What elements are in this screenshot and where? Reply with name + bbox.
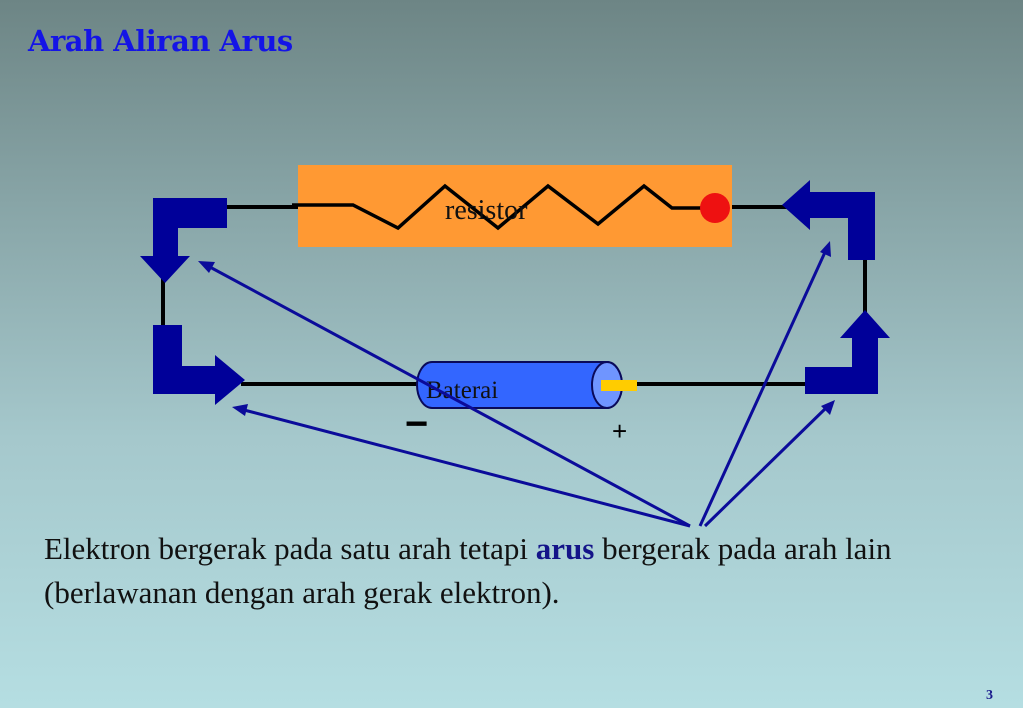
pointer-arrowhead xyxy=(232,404,248,416)
pointer-line-bottom-left xyxy=(243,408,691,528)
current-arrows xyxy=(140,180,890,405)
resistor-box xyxy=(298,165,732,247)
caption-highlight-arus: arus xyxy=(535,531,595,566)
electron-icon xyxy=(700,193,730,223)
resistor: resistor xyxy=(292,165,732,247)
current-direction-arrow-icon xyxy=(140,198,227,283)
resistor-zigzag-icon xyxy=(292,183,717,231)
current-direction-arrow-icon xyxy=(782,180,875,260)
resistor-label: resistor xyxy=(445,195,528,226)
minus-sign: − xyxy=(405,402,428,446)
battery-terminal xyxy=(601,380,637,391)
current-direction-arrow-icon xyxy=(805,310,890,394)
current-direction-arrow-icon xyxy=(153,325,245,405)
circuit-wires xyxy=(161,205,867,386)
pointer-arrowhead xyxy=(821,400,835,415)
plus-sign: + xyxy=(612,416,627,446)
page-number: 3 xyxy=(986,688,993,703)
slide-title: Arah Aliran Arus xyxy=(28,24,293,58)
pointer-lines xyxy=(198,241,835,528)
caption-before: Elektron bergerak pada satu arah tetapi xyxy=(44,531,536,566)
pointer-arrowhead xyxy=(820,241,831,257)
battery-icon: Baterai xyxy=(416,361,637,409)
pointer-line-bottom-right xyxy=(703,405,829,528)
caption-after: bergerak pada arah lain (berlawanan deng… xyxy=(44,531,892,610)
pointer-line-top-right xyxy=(698,249,828,527)
caption-text: Elektron bergerak pada satu arah tetapi … xyxy=(44,527,1004,615)
pointer-arrowhead xyxy=(198,261,215,273)
pointer-line-top-left xyxy=(207,264,691,528)
